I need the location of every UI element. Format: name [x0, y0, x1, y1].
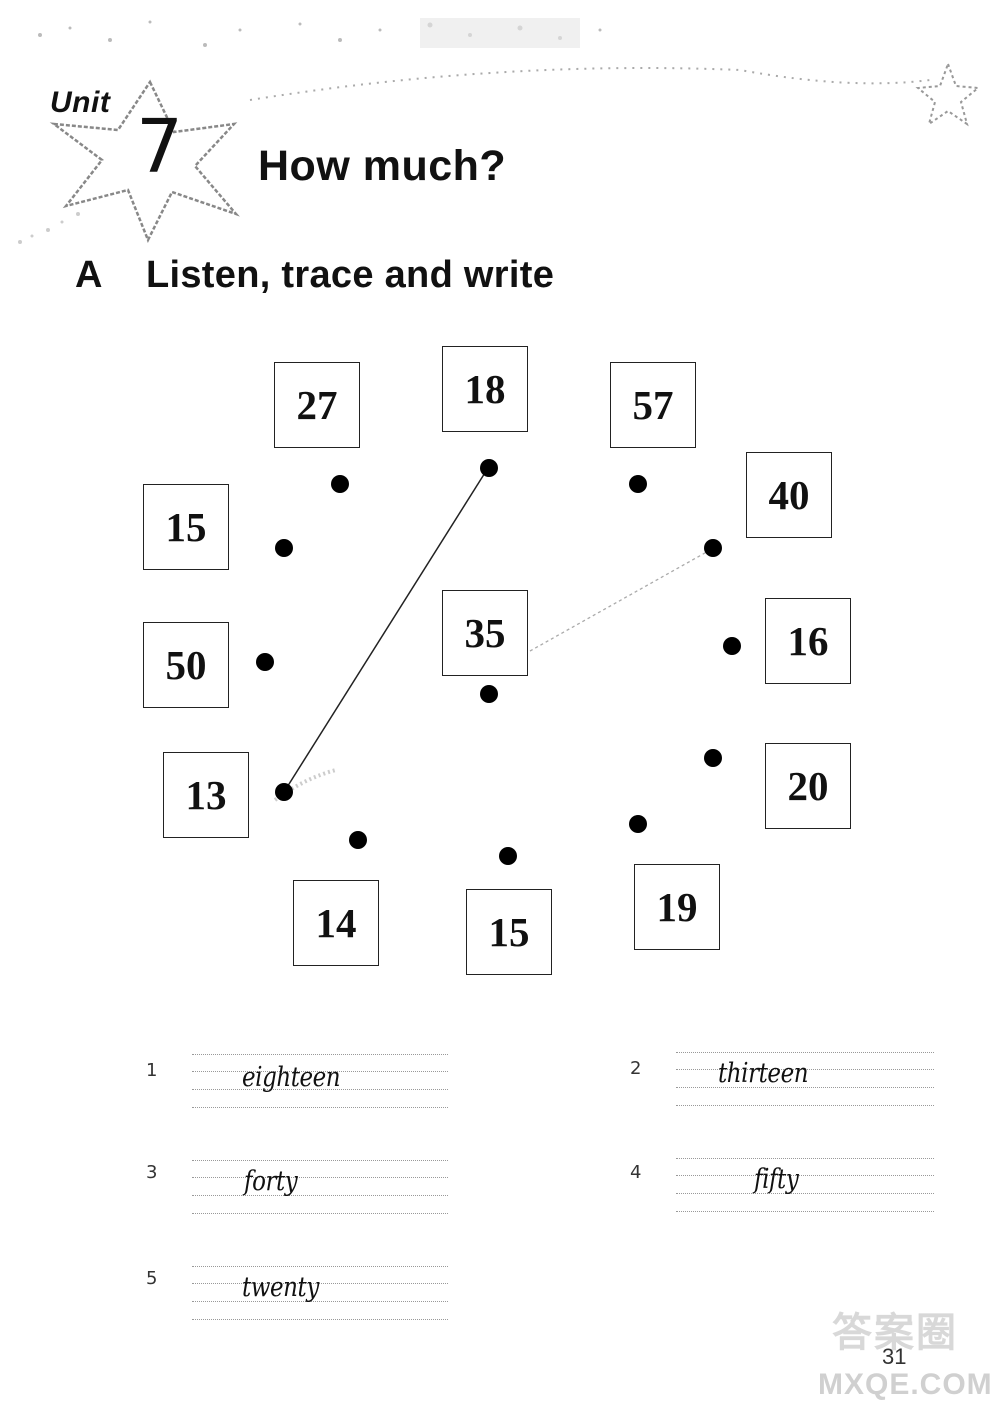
writing-guide-lines	[676, 1158, 934, 1212]
number-box: 50	[143, 622, 229, 708]
page-number: 31	[882, 1344, 907, 1369]
number-box: 20	[765, 743, 851, 829]
number-box: 15	[143, 484, 229, 570]
answer-text[interactable]: twenty	[242, 1272, 319, 1303]
number-box: 57	[610, 362, 696, 448]
star-speckle	[18, 212, 80, 244]
traced-line	[283, 467, 489, 793]
connect-dot[interactable]	[499, 847, 517, 865]
number-box: 18	[442, 346, 528, 432]
connect-dot[interactable]	[256, 653, 274, 671]
connect-dot[interactable]	[275, 783, 293, 801]
connect-dot[interactable]	[629, 815, 647, 833]
writing-guide-lines	[192, 1160, 448, 1214]
unit-label: Unit	[50, 86, 111, 119]
connect-dot[interactable]	[349, 831, 367, 849]
connect-dot[interactable]	[629, 475, 647, 493]
answer-text[interactable]: fifty	[754, 1164, 799, 1195]
connect-dot[interactable]	[331, 475, 349, 493]
writing-guide-lines	[192, 1266, 448, 1320]
number-box: 35	[442, 590, 528, 676]
connect-dot[interactable]	[480, 685, 498, 703]
connect-dot[interactable]	[723, 637, 741, 655]
dotted-trail	[249, 67, 931, 101]
dotted-trace-line	[529, 548, 713, 652]
unit-star-icon	[49, 79, 240, 244]
exercise-number: 4	[630, 1162, 642, 1183]
connect-dot[interactable]	[704, 749, 722, 767]
exercise-number: 2	[630, 1058, 642, 1079]
unit-number: 7	[136, 104, 184, 190]
section-title: Listen, trace and write	[146, 254, 555, 296]
answer-text[interactable]: forty	[244, 1166, 298, 1197]
number-box: 40	[746, 452, 832, 538]
small-star-icon	[915, 61, 981, 127]
writing-guide-lines	[192, 1054, 448, 1108]
connect-dot[interactable]	[704, 539, 722, 557]
number-box: 13	[163, 752, 249, 838]
number-box: 14	[293, 880, 379, 966]
connect-dot[interactable]	[480, 459, 498, 477]
exercise-number: 3	[146, 1162, 158, 1183]
writing-guide-lines	[676, 1052, 934, 1106]
number-box: 15	[466, 889, 552, 975]
exercise-number: 1	[146, 1060, 158, 1081]
page-title: How much?	[258, 142, 507, 190]
answer-text[interactable]: thirteen	[718, 1058, 809, 1089]
number-box: 27	[274, 362, 360, 448]
section-letter: A	[75, 254, 103, 296]
number-box: 16	[765, 598, 851, 684]
watermark-url: MXQE.COM	[818, 1368, 993, 1401]
exercise-number: 5	[146, 1268, 158, 1289]
number-box: 19	[634, 864, 720, 950]
answer-text[interactable]: eighteen	[242, 1062, 341, 1093]
connect-dot[interactable]	[275, 539, 293, 557]
watermark-logo: 答案圈	[832, 1311, 958, 1355]
speckle-patch	[420, 18, 580, 48]
